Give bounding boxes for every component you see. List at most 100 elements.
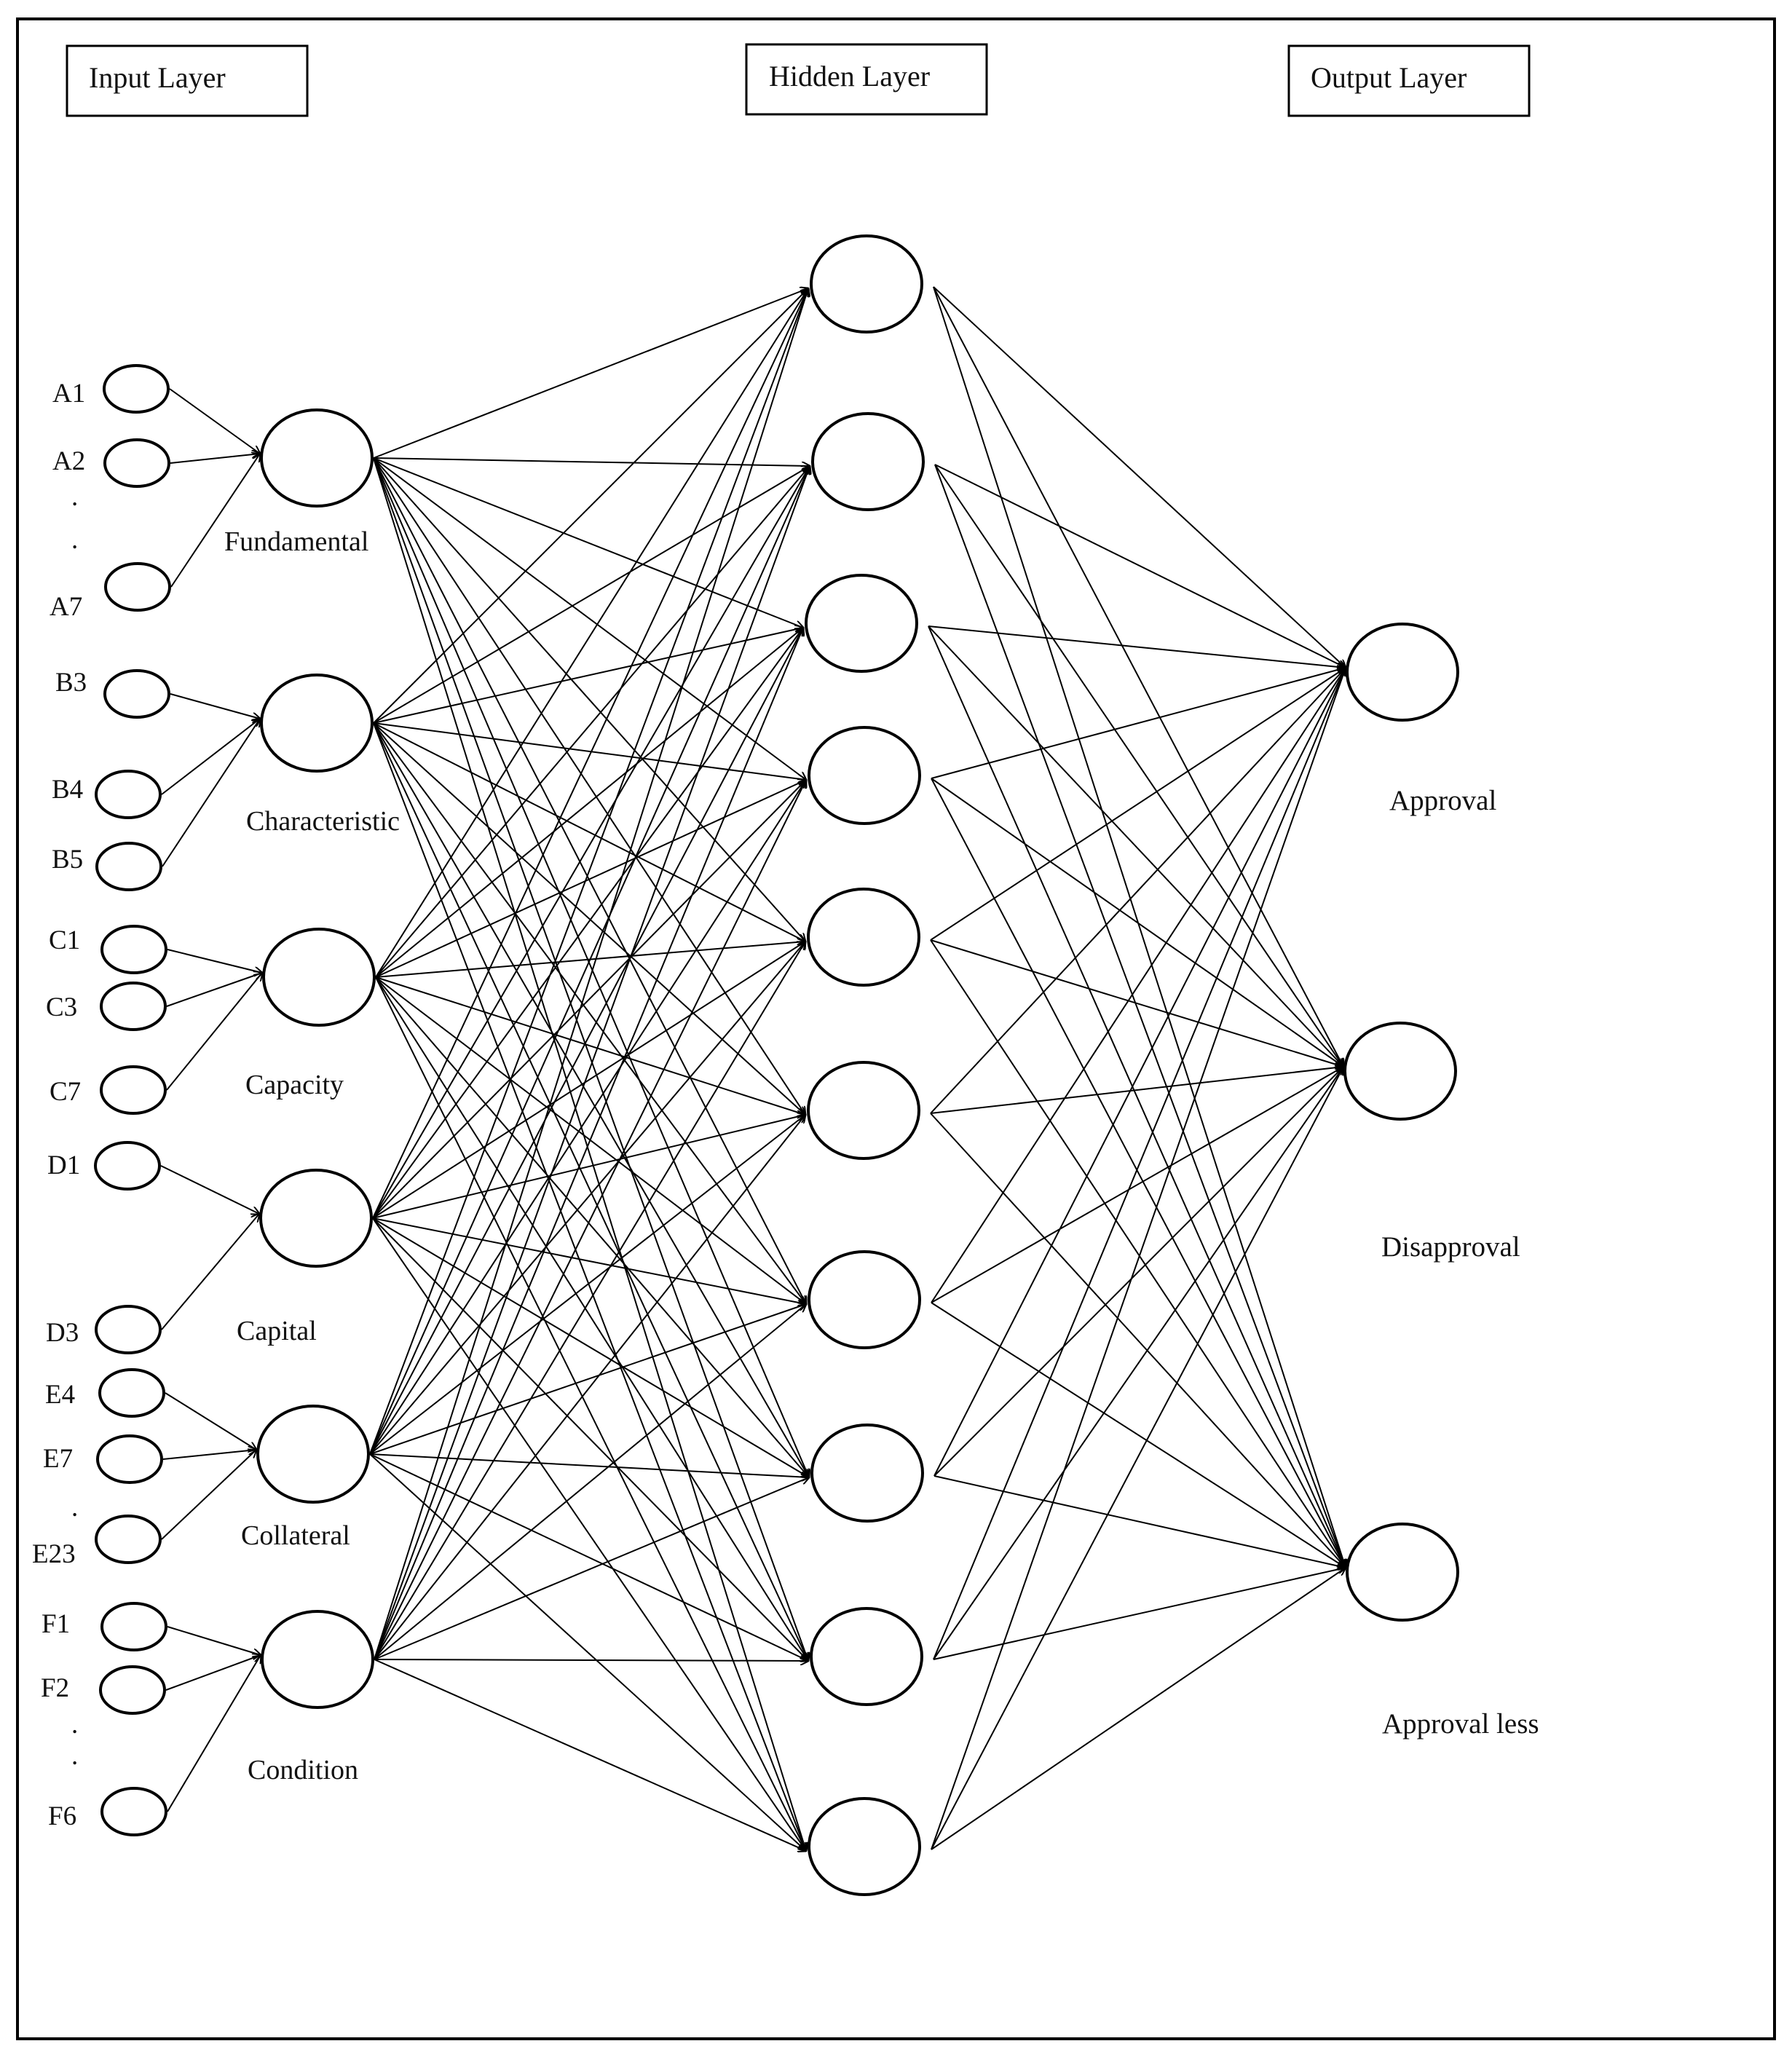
edge-group-5-to-hidden-3 [369,628,803,1455]
output-label-disapproval: Disapproval [1381,1231,1520,1263]
edge-group-4-to-hidden-4 [372,780,806,1219]
edge-group-3-to-hidden-1 [375,288,808,978]
diagram-frame [16,17,1776,2040]
hidden-node-5 [807,888,920,987]
input-label-c1: C1 [49,925,80,955]
edge-group-5-to-hidden-9 [369,1453,808,1661]
ellipsis-dot: . [71,525,78,555]
edge-group-4-to-hidden-5 [372,941,805,1219]
edge-a2-to-group [170,454,260,464]
edge-group-2-to-hidden-9 [373,722,808,1661]
input-label-c3: C3 [46,992,77,1022]
hidden-node-2 [811,412,925,511]
input-label-a7: A7 [50,592,82,622]
edge-group-1-to-hidden-1 [373,288,808,459]
edge-group-1-to-hidden-7 [373,457,806,1304]
edge-hidden-5-to-output-3 [930,939,1346,1568]
input-node-c7 [100,1065,167,1115]
group-node-fundamental [260,408,374,508]
edge-hidden-4-to-output-1 [931,668,1346,779]
input-node-f2 [99,1665,166,1715]
edge-hidden-3-to-output-2 [928,625,1343,1067]
edge-group-1-to-hidden-4 [373,457,806,780]
input-label-d1: D1 [47,1150,80,1180]
input-node-a7 [104,562,171,612]
hidden-node-4 [808,726,921,825]
edge-group-3-to-hidden-6 [375,976,805,1115]
edge-hidden-8-to-output-3 [934,1475,1346,1568]
edge-hidden-1-to-output-3 [933,286,1346,1568]
edge-group-1-to-hidden-5 [373,457,805,941]
edge-group-5-to-hidden-8 [369,1453,809,1477]
edge-hidden-9-to-output-2 [933,1067,1343,1660]
input-layer-header: Input Layer [66,44,309,117]
nodes [94,234,1459,1896]
hidden-node-8 [810,1424,924,1523]
edge-b5-to-group [162,719,260,867]
edge-group-5-to-hidden-7 [369,1304,806,1455]
edge-group-6-to-hidden-7 [374,1304,806,1660]
edge-group-5-to-hidden-4 [369,780,806,1455]
edge-group-3-to-hidden-10 [375,976,806,1851]
group-node-capacity [262,928,376,1027]
hidden-node-9 [810,1607,923,1706]
edge-group-1-to-hidden-3 [373,457,803,628]
hidden-node-6 [807,1061,920,1160]
edge-group-2-to-hidden-7 [373,722,806,1304]
input-node-a2 [103,438,170,488]
group-node-capital [259,1169,373,1268]
edge-hidden-10-to-output-3 [931,1568,1346,1850]
edge-group-6-to-hidden-2 [374,466,810,1660]
edge-f1-to-group [167,1626,261,1655]
edge-hidden-8-to-output-2 [934,1067,1343,1477]
edge-f6-to-group [167,1655,261,1812]
edge-group-6-to-hidden-8 [374,1477,809,1660]
input-node-c3 [100,982,167,1031]
edge-group-2-to-hidden-10 [373,722,806,1851]
edge-c3-to-group [166,973,262,1007]
edge-a7-to-group [170,454,260,588]
hidden-node-7 [808,1250,921,1349]
edge-c7-to-group [166,973,262,1091]
edge-hidden-9-to-output-3 [933,1568,1346,1660]
edge-hidden-5-to-output-2 [930,939,1343,1067]
group-label-fundamental: Fundamental [224,526,368,557]
edge-group-4-to-hidden-9 [372,1217,808,1661]
input-node-a1 [103,364,170,414]
edge-group-4-to-hidden-10 [372,1217,806,1851]
output-node-approval [1346,623,1459,722]
ellipsis-dot: . [71,482,78,512]
edge-b4-to-group [161,719,260,795]
edge-group-4-to-hidden-8 [372,1217,809,1477]
edge-hidden-7-to-output-3 [931,1302,1346,1568]
edge-hidden-5-to-output-1 [930,668,1346,941]
edge-group-3-to-hidden-2 [375,466,810,978]
input-label-d3: D3 [46,1318,79,1348]
input-label-e7: E7 [43,1444,73,1474]
edge-hidden-8-to-output-1 [934,668,1346,1477]
edge-c1-to-group [167,949,262,973]
output-label-approval: Approval [1389,785,1496,816]
edge-group-2-to-hidden-4 [373,722,806,780]
output-node-disapproval [1343,1022,1457,1121]
hidden-node-3 [805,574,918,673]
edge-group-2-to-hidden-2 [373,466,810,724]
edge-hidden-7-to-output-1 [931,668,1346,1303]
input-label-b3: B3 [55,668,87,698]
edge-group-5-to-hidden-2 [369,466,810,1455]
hidden-layer-header: Hidden Layer [745,43,988,116]
edge-hidden-2-to-output-1 [934,464,1346,668]
edge-group-6-to-hidden-6 [374,1115,805,1660]
edge-d3-to-group [161,1214,259,1330]
edge-hidden-3-to-output-3 [928,625,1346,1568]
input-label-f2: F2 [41,1673,69,1703]
input-layer-title: Input Layer [89,61,226,94]
edge-group-3-to-hidden-4 [375,780,806,978]
edge-group-4-to-hidden-2 [372,466,810,1219]
hidden-layer-title: Hidden Layer [769,60,930,92]
edge-group-1-to-hidden-6 [373,457,805,1115]
input-node-d3 [95,1305,162,1354]
edge-group-3-to-hidden-3 [375,628,803,978]
input-label-a2: A2 [52,446,85,476]
